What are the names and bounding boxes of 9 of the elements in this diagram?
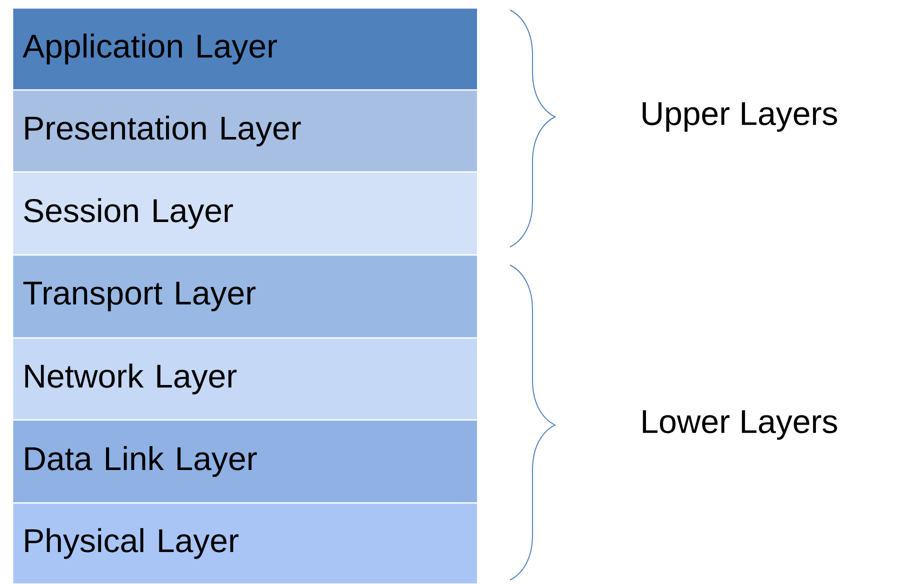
group-label: Lower Layers — [642, 410, 838, 440]
layer-box: Transport Layer — [12, 254, 478, 339]
layer-box: Application Layer — [12, 7, 478, 91]
layer-box: Data Link Layer — [12, 419, 478, 504]
layer-box: Presentation Layer — [12, 89, 478, 173]
layer-box: Physical Layer — [12, 502, 478, 584]
layer-box: Network Layer — [12, 337, 478, 421]
group-label: Upper Layers — [642, 102, 838, 132]
layer-box: Session Layer — [12, 171, 478, 256]
